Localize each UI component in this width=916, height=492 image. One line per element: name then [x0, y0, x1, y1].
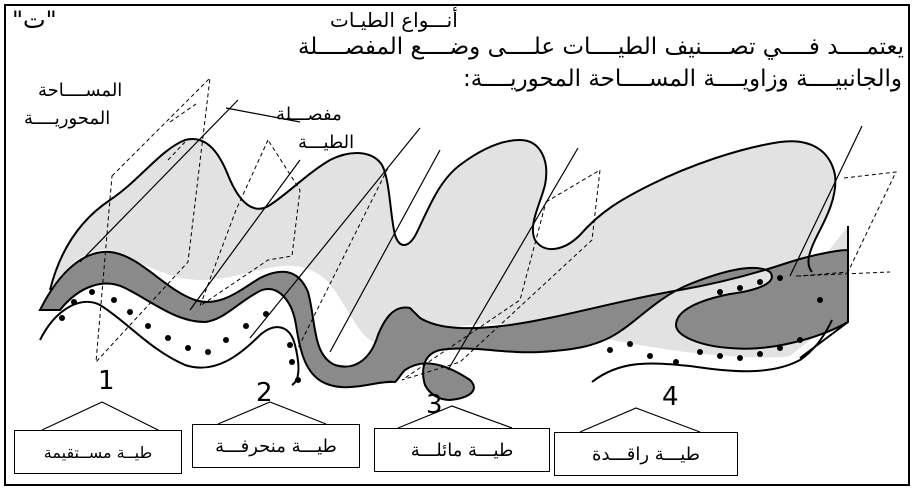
fold-name-overturned: طيـــة منحرفـــة — [192, 424, 360, 468]
pointer-lines — [42, 402, 700, 432]
diagram-title: أنـــواع الطيـات — [330, 10, 458, 30]
fold-name-upright: طيــة مســتقيمة — [14, 430, 182, 474]
label-fold-hinge-2: الطيـــة — [298, 134, 354, 152]
fold-name-recumbent: طيـــة راقـــدة — [554, 432, 738, 476]
fold-number-2: 2 — [256, 380, 273, 406]
fold-number-3: 3 — [426, 392, 443, 418]
fold-name-inclined: طيـــة مائلـــة — [374, 428, 550, 472]
label-fold-hinge-1: مفصـــلة — [276, 106, 342, 124]
description-line-1: يعتمــــد فــــي تصــــنيف الطيــــات عل… — [298, 36, 904, 59]
description-line-2: والجانبيــــة وزاويــــة المســــاحة الم… — [463, 68, 902, 91]
fold-bottom-layer — [40, 302, 298, 385]
panel-letter: "ت" — [12, 8, 57, 32]
label-axial-plane-2: المحوريــــة — [24, 110, 110, 128]
fold-number-1: 1 — [98, 368, 115, 394]
fold-number-4: 4 — [662, 384, 679, 410]
label-axial-plane-1: المســــاحة — [38, 82, 122, 100]
